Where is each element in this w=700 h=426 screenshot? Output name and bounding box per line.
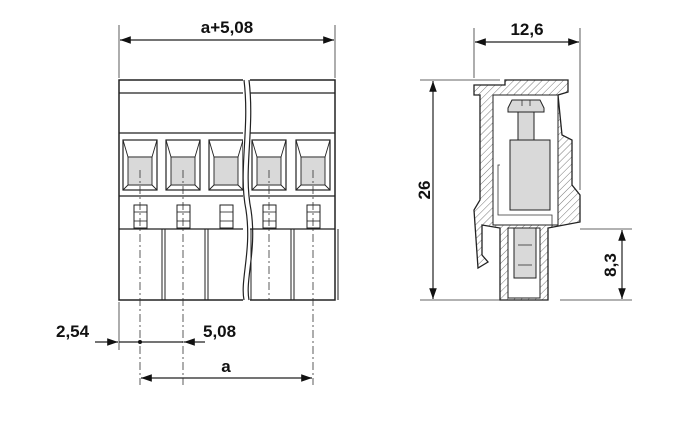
dim-pin-height-label: 8,3	[601, 253, 620, 277]
dimension-pin-height: 8,3	[560, 228, 632, 301]
screw-slot-5	[306, 204, 321, 229]
screw-slot-1	[133, 204, 148, 229]
dimension-offset-pitch: 2,54 5,08	[56, 302, 236, 350]
screw-slot-2	[176, 204, 191, 229]
screw-slot-4	[262, 204, 277, 229]
dim-pitch-label: 5,08	[203, 322, 236, 341]
screw-slot-3	[219, 204, 234, 229]
front-view	[118, 78, 339, 385]
dim-overall-width-label: a+5,08	[201, 18, 253, 37]
dimension-height: 26	[415, 79, 500, 301]
dimension-overall-width: a+5,08	[118, 18, 336, 78]
dimension-depth: 12,6	[473, 20, 581, 190]
dim-height-label: 26	[415, 181, 434, 200]
dim-depth-label: 12,6	[510, 20, 543, 39]
side-section-view	[473, 79, 581, 301]
dimension-pin-span: a	[141, 357, 312, 382]
dim-offset-label: 2,54	[56, 322, 90, 341]
dim-pin-span-label: a	[221, 357, 231, 376]
